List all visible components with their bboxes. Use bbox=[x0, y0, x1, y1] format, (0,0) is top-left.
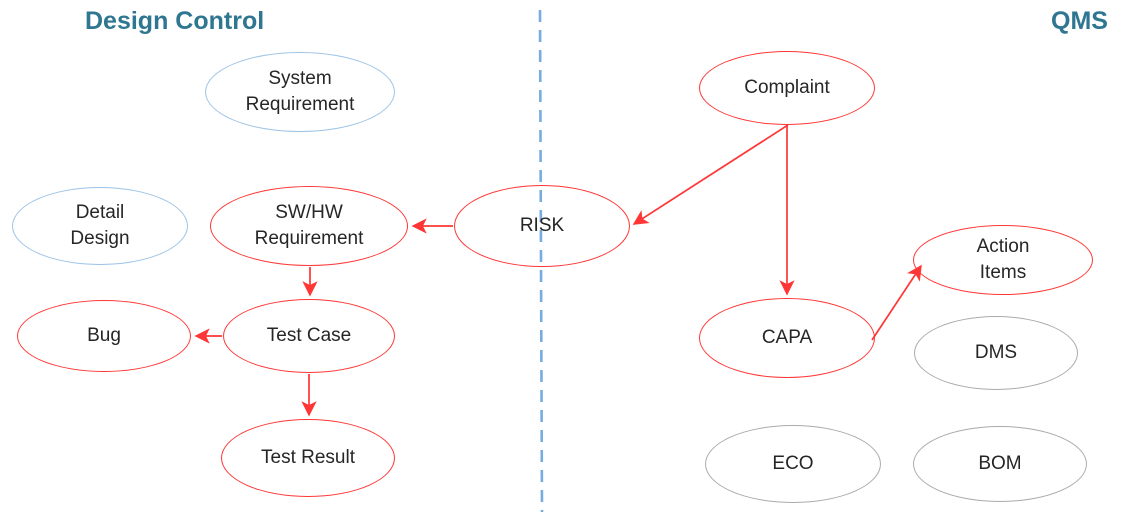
node-label-complaint: Complaint bbox=[744, 77, 830, 98]
node-label-eco: ECO bbox=[772, 453, 814, 474]
node-label-bug: Bug bbox=[87, 325, 121, 346]
node-label-detail-design: Detail Design bbox=[70, 202, 130, 249]
edge-capa-to-action-items bbox=[871, 264, 922, 341]
node-label-dms: DMS bbox=[974, 342, 1018, 363]
node-detail-design: Detail Design bbox=[12, 187, 188, 265]
node-label-action-items: Action Items bbox=[976, 236, 1030, 283]
node-label-capa: CAPA bbox=[761, 327, 813, 348]
node-label-test-case: Test Case bbox=[266, 325, 352, 346]
node-bom: BOM bbox=[913, 426, 1087, 502]
node-label-test-result: Test Result bbox=[261, 447, 355, 468]
node-capa: CAPA bbox=[699, 298, 875, 378]
node-bug: Bug bbox=[17, 300, 191, 372]
node-dms: DMS bbox=[914, 316, 1078, 390]
design-control-title: Design Control bbox=[85, 7, 265, 35]
node-action-items: Action Items bbox=[913, 225, 1093, 295]
node-swhw-requirement: SW/HW Requirement bbox=[210, 186, 408, 266]
node-test-case: Test Case bbox=[223, 299, 395, 373]
node-system-requirement: System Requirement bbox=[205, 52, 395, 132]
node-risk: RISK bbox=[454, 185, 630, 267]
node-label-swhw-requirement: SW/HW Requirement bbox=[254, 202, 364, 249]
node-eco: ECO bbox=[705, 425, 881, 503]
node-test-result: Test Result bbox=[221, 419, 395, 497]
node-complaint: Complaint bbox=[699, 51, 875, 125]
node-label-system-requirement: System Requirement bbox=[245, 68, 355, 115]
node-label-bom: BOM bbox=[978, 453, 1022, 474]
node-label-risk: RISK bbox=[519, 215, 565, 236]
qms-title: QMS bbox=[1051, 7, 1108, 35]
edge-complaint-to-risk bbox=[632, 124, 789, 225]
